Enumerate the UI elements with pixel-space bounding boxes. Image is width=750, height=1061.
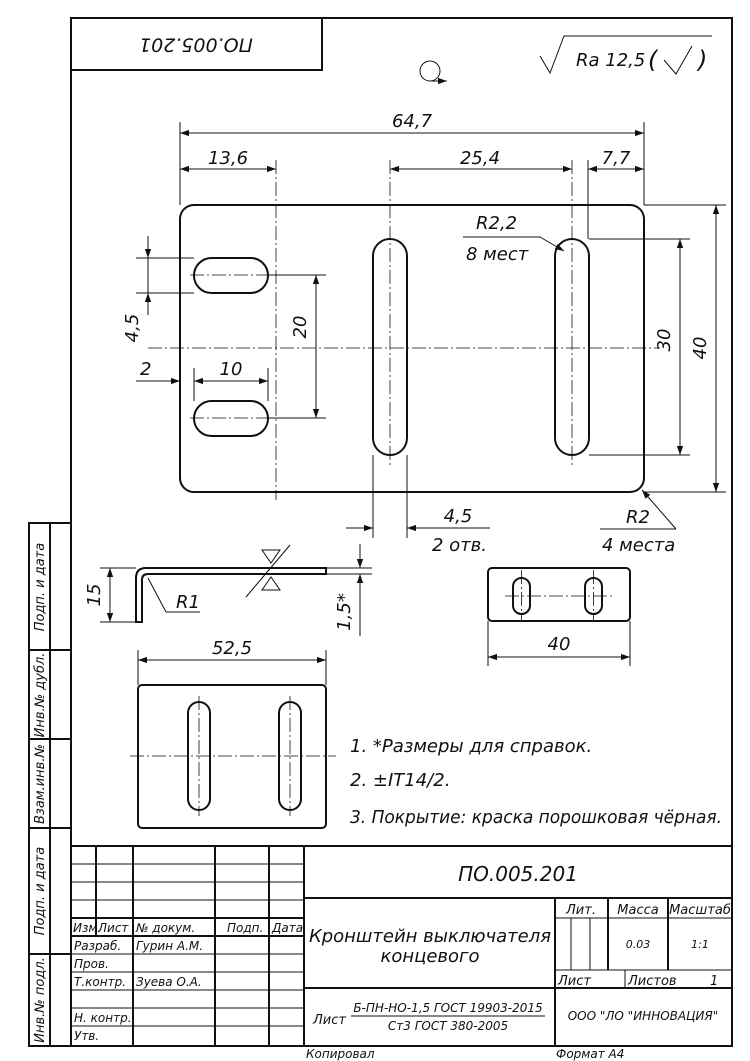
side-label-dup-inv: Инв.№ дубл.: [33, 653, 48, 738]
title-line-1: Кронштейн выключателя: [309, 926, 551, 947]
side-label-sign-date-bottom: Подп. и дата: [33, 847, 48, 936]
roughness-symbol: Ra 12,5 ( ): [539, 35, 712, 75]
mass-label: Масса: [617, 903, 658, 918]
name-tkontr: Зуева О.А.: [136, 975, 202, 989]
note-3: 3. Покрытие: краска порошковая чёрная.: [350, 807, 722, 828]
slot-top-left: [193, 257, 269, 294]
unfold-symbol: [419, 60, 447, 85]
role-tkontr: Т.контр.: [74, 975, 126, 989]
dim-10: 10: [220, 359, 243, 380]
main-view-plate: [179, 204, 645, 493]
side-strip: Подп. и дата Инв.№ дубл. Взам.инв.№ Подп…: [28, 522, 71, 1047]
dim-25-4: 25,4: [460, 148, 500, 169]
flat-view: 52,5: [130, 638, 336, 829]
roughness-paren-close: ): [696, 46, 707, 74]
slot-bottom-left: [193, 400, 269, 437]
sheets-label: Листов: [627, 974, 677, 989]
mass-value: 0.03: [626, 938, 651, 951]
dim-4-5-vertical: 4,5: [122, 314, 143, 343]
col-doc: № докум.: [135, 921, 195, 935]
dim-40-vertical: 40: [690, 337, 711, 360]
dim-r2: R2: [626, 507, 650, 528]
dim-52-5: 52,5: [212, 638, 252, 659]
role-utv: Утв.: [74, 1029, 99, 1043]
main-view-centerlines: [148, 160, 660, 500]
dim-40-top: 40: [548, 634, 571, 655]
side-label-replace-inv: Взам.инв.№: [33, 744, 48, 824]
col-date: Дата: [271, 921, 303, 935]
mirrored-code-text: ПО.005.201: [139, 34, 253, 56]
lit-label: Лит.: [565, 903, 596, 918]
material-line-2: Ст3 ГОСТ 380-2005: [388, 1019, 508, 1033]
dim-20: 20: [290, 316, 311, 339]
role-razrab: Разраб.: [74, 939, 121, 953]
dim-r2-2: R2,2: [476, 213, 517, 234]
dim-13-6: 13,6: [208, 148, 248, 169]
designation: ПО.005.201: [458, 862, 578, 886]
role-nkontr: Н. контр.: [74, 1011, 132, 1025]
format-label: Формат А4: [556, 1047, 624, 1061]
col-sign: Подп.: [227, 921, 263, 935]
note-2: 2. ±IT14/2.: [350, 770, 450, 791]
title-block: ПО.005.201 Изм. Лист № докум. Подп. Дата…: [71, 845, 732, 1046]
company-name: ООО "ЛО "ИННОВАЦИЯ": [568, 1009, 719, 1023]
title-line-2: концевого: [380, 946, 479, 967]
role-prov: Пров.: [74, 957, 109, 971]
dim-r2-qty: 4 места: [602, 535, 675, 556]
dim-r1: R1: [176, 592, 200, 613]
dim-2: 2: [140, 359, 151, 380]
scale-value: 1:1: [691, 938, 709, 951]
material-prefix: Лист: [312, 1013, 346, 1028]
side-label-orig-inv: Инв.№ подл.: [33, 957, 48, 1043]
dim-30: 30: [654, 329, 675, 352]
sheet-label: Лист: [557, 974, 591, 989]
dim-64-7: 64,7: [392, 111, 433, 132]
main-view-dimensions: 64,7 13,6 25,4 7,7 R2,2 8 мест 4,5 20 2: [122, 111, 726, 556]
side-label-sign-date-top: Подп. и дата: [33, 543, 48, 632]
roughness-paren-open: (: [648, 46, 659, 74]
dim-4-5-horizontal: 4,5: [444, 506, 473, 527]
scale-label: Масштаб: [669, 903, 731, 918]
col-izm: Изм.: [73, 921, 101, 935]
copied-label: Копировал: [306, 1047, 375, 1061]
dim-7-7: 7,7: [602, 148, 631, 169]
dim-4-5-qty: 2 отв.: [432, 535, 487, 556]
dim-1-5: 1,5*: [334, 593, 355, 631]
material-line-1: Б-ПН-НО-1,5 ГОСТ 19903-2015: [353, 1001, 542, 1015]
name-razrab: Гурин А.М.: [136, 939, 203, 953]
technical-notes: 1. *Размеры для справок. 2. ±IT14/2. 3. …: [350, 736, 722, 828]
note-1: 1. *Размеры для справок.: [350, 736, 592, 757]
sheets-value: 1: [710, 974, 718, 989]
dim-r2-2-qty: 8 мест: [466, 244, 529, 265]
side-view: 15 R1 1,5*: [84, 544, 372, 636]
drawing-frame: [70, 17, 733, 1047]
col-list: Лист: [97, 921, 129, 935]
dim-15: 15: [84, 584, 105, 607]
mirrored-code-stamp: ПО.005.201: [71, 18, 323, 71]
top-view: 40: [487, 567, 631, 666]
roughness-text: Ra 12,5: [576, 50, 645, 71]
